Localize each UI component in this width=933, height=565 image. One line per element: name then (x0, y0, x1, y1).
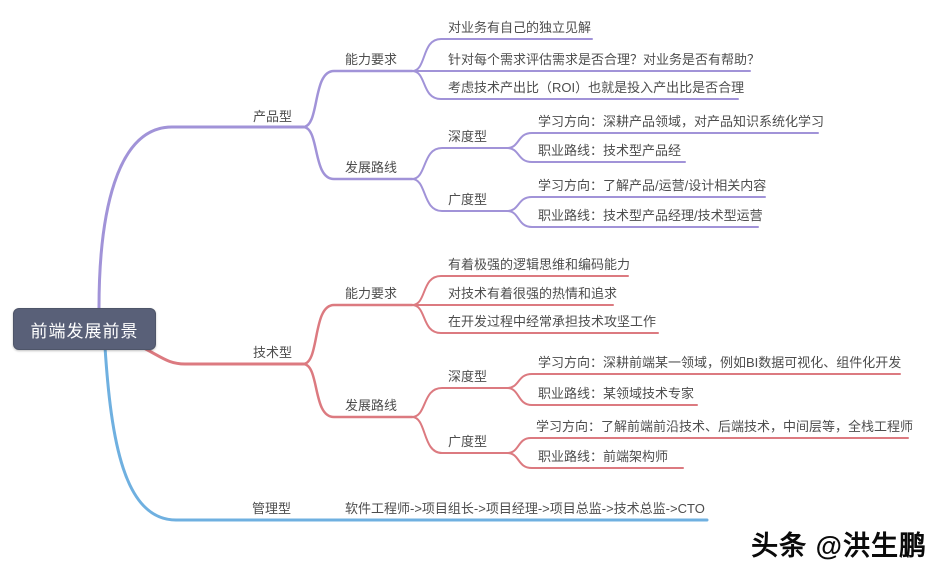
watermark-toutiao-handle: 头条 @洪生鹏 (751, 531, 927, 561)
leaf-product-depth-1[interactable]: 学习方向：深耕产品领域，对产品知识系统化学习 (538, 114, 825, 129)
connector-line (97, 125, 305, 310)
leaf-tech-ability-3[interactable]: 在开发过程中经常承担技术攻坚工作 (448, 314, 657, 329)
leaf-tech-ability-2[interactable]: 对技术有着很强的热情和追求 (448, 286, 618, 301)
root-node[interactable]: 前端发展前景 (13, 308, 156, 350)
root-node-label: 前端发展前景 (30, 321, 139, 341)
connector-line (411, 38, 593, 72)
connector-line (301, 69, 414, 129)
leaf-tech-depth-1[interactable]: 学习方向：深耕前端某一领域，例如BI数据可视化、组件化开发 (538, 355, 902, 370)
leaf-tech-ability-1[interactable]: 有着极强的逻辑思维和编码能力 (448, 257, 631, 272)
leaf-product-ability-2[interactable]: 针对每个需求评估需求是否合理？对业务是否有帮助？ (448, 52, 761, 67)
node-product-depth[interactable]: 深度型 (448, 129, 488, 144)
node-tech-depth[interactable]: 深度型 (448, 369, 488, 384)
connector-line (411, 178, 508, 212)
leaf-product-breadth-2[interactable]: 职业路线：技术型产品经理/技术型运营 (538, 208, 763, 223)
leaf-product-depth-2[interactable]: 职业路线：技术型产品经 (538, 143, 682, 158)
connector-line (103, 345, 709, 522)
connector-line (506, 452, 684, 469)
connector-line (411, 304, 659, 334)
node-product-type[interactable]: 产品型 (253, 109, 293, 124)
leaf-tech-breadth-2[interactable]: 职业路线：前端架构师 (538, 449, 669, 464)
node-product-breadth[interactable]: 广度型 (448, 192, 488, 207)
node-manage-type[interactable]: 管理型 (252, 501, 292, 516)
node-tech-type[interactable]: 技术型 (253, 345, 293, 360)
connector-line (506, 210, 759, 228)
connector-line (411, 387, 508, 418)
connector-line (301, 303, 414, 366)
node-product-ability[interactable]: 能力要求 (345, 52, 398, 67)
node-tech-ability[interactable]: 能力要求 (345, 286, 398, 301)
leaf-manage-career-path[interactable]: 软件工程师->项目组长->项目经理->项目总监->技术总监->CTO (345, 501, 705, 516)
node-tech-breadth[interactable]: 广度型 (448, 434, 488, 449)
connector-line (301, 362, 414, 419)
connector-line (506, 147, 686, 163)
connector-line (301, 125, 414, 181)
leaf-product-breadth-1[interactable]: 学习方向：了解产品/运营/设计相关内容 (538, 178, 767, 193)
node-product-roadmap[interactable]: 发展路线 (345, 160, 398, 175)
connector-line (411, 147, 508, 180)
connector-line (411, 416, 508, 454)
node-tech-roadmap[interactable]: 发展路线 (345, 398, 398, 413)
connector-group-product (97, 38, 819, 310)
connector-line (411, 70, 739, 100)
connector-group-manage (103, 345, 709, 522)
leaf-tech-depth-2[interactable]: 职业路线：某领域技术专家 (538, 386, 695, 401)
leaf-product-ability-3[interactable]: 考虑技术产出比（ROI）也就是投入产出比是否合理 (448, 80, 745, 95)
connector-group-tech (136, 275, 909, 469)
connector-line (506, 387, 698, 406)
leaf-product-ability-1[interactable]: 对业务有自己的独立见解 (448, 20, 592, 35)
leaf-tech-breadth-1[interactable]: 学习方向：了解前端前沿技术、后端技术，中间层等，全栈工程师 (536, 419, 914, 434)
